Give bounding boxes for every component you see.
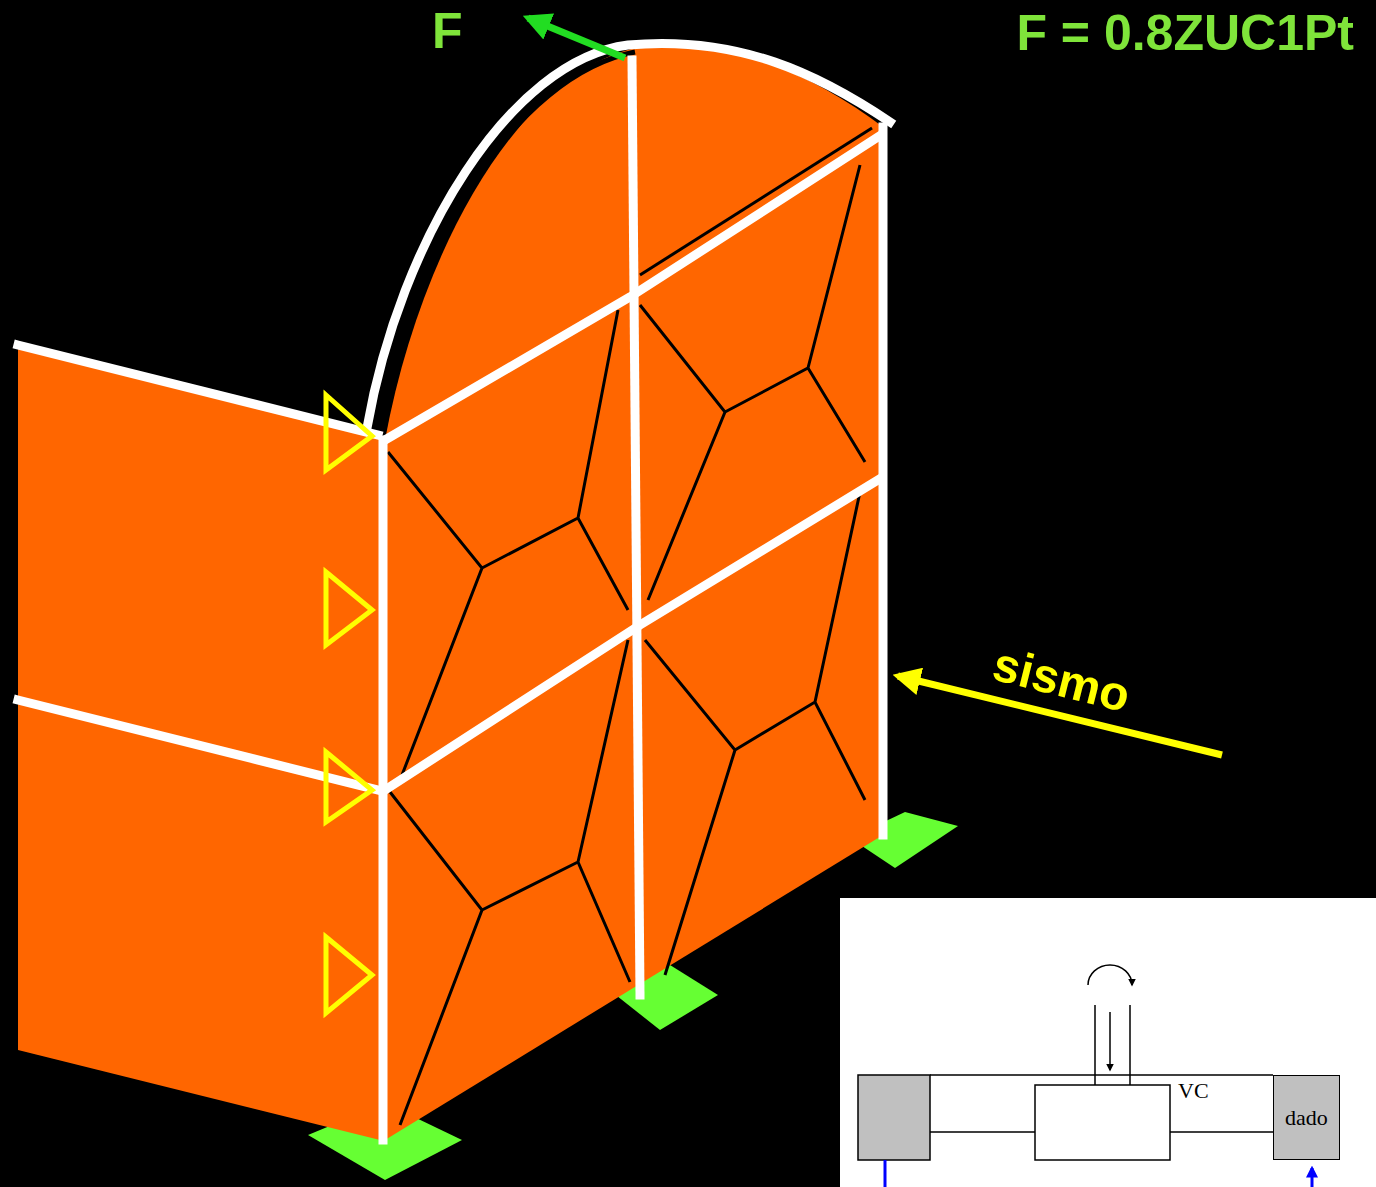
inset-detail	[840, 898, 1376, 1187]
side-wall	[18, 348, 380, 1140]
beam-label: VC	[1178, 1080, 1209, 1102]
main-wall	[385, 46, 883, 1140]
support-triangle	[326, 395, 372, 1013]
formula-label: F = 0.8ZUC1Pt	[1016, 8, 1354, 58]
support-block: dado	[1273, 1075, 1340, 1160]
force-label: F	[432, 6, 463, 56]
frame	[18, 43, 890, 1140]
yield-lines	[372, 52, 872, 1125]
force-arrow	[528, 18, 625, 58]
block-label: dado	[1285, 1105, 1328, 1131]
seismic-label: sismo	[988, 640, 1134, 720]
